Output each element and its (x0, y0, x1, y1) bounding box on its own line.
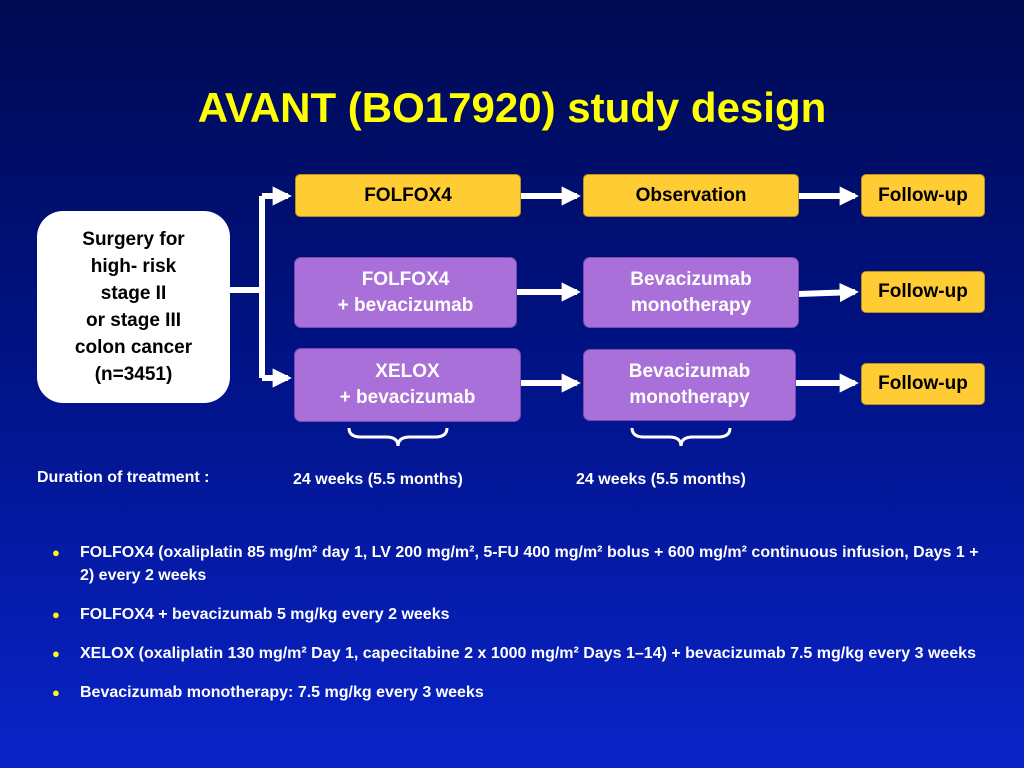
arm2-maintenance-box: Bevacizumab monotherapy (583, 257, 799, 328)
arm2-maintenance-line: monotherapy (630, 294, 752, 316)
arm3-treatment-line: XELOX (375, 361, 440, 382)
list-item: ● XELOX (oxaliplatin 130 mg/m² Day 1, cap… (52, 642, 982, 665)
arm1-followup-box: Follow-up (861, 174, 985, 217)
arm1-maintenance-line: Observation (635, 184, 747, 206)
page-title: AVANT (BO17920) study design (197, 84, 827, 131)
duration-treatment: 24 weeks (5.5 months) (293, 471, 463, 488)
surgery-line: stage II (100, 283, 167, 304)
arrow-arm2-maint-to-fu (798, 282, 859, 303)
arm3-treatment-line: + bevacizumab (339, 387, 476, 408)
surgery-line: colon cancer (74, 337, 193, 358)
list-item: ● Bevacizumab monotherapy: 7.5 mg/kg ever… (52, 681, 982, 704)
arm2-maintenance-line: Bevacizumab (630, 268, 752, 290)
arm2-treatment-line: + bevacizumab (337, 294, 474, 316)
bullet-dot-icon: ● (52, 545, 60, 560)
arm2-treatment-line: FOLFOX4 (361, 268, 450, 290)
list-item: ● FOLFOX4 + bevacizumab 5 mg/kg every 2 w… (52, 603, 982, 626)
arm3-maintenance-line: Bevacizumab (628, 361, 751, 382)
brace-maintenance (630, 427, 732, 447)
bullet-text: Bevacizumab monotherapy: 7.5 mg/kg every… (80, 684, 484, 701)
surgery-box: Surgery for high- risk stage II or stage… (37, 211, 230, 403)
bullet-text: XELOX (oxaliplatin 130 mg/m² Day 1, cape… (80, 645, 976, 662)
duration-label: Duration of treatment : (37, 469, 210, 486)
arm3-maintenance-box: Bevacizumab monotherapy (583, 349, 796, 421)
list-item: ● FOLFOX4 (oxaliplatin 85 mg/m² day 1, LV… (52, 541, 982, 587)
arm3-followup-label: Follow-up (878, 373, 968, 394)
bullet-dot-icon: ● (52, 646, 60, 661)
arm2-treatment-box: FOLFOX4 + bevacizumab (294, 257, 517, 328)
surgery-line: or stage III (85, 310, 182, 331)
arm2-followup-label: Follow-up (878, 281, 968, 302)
arm1-treatment-box: FOLFOX4 (295, 174, 521, 217)
arm3-maintenance-line: monotherapy (629, 387, 750, 408)
duration-maintenance: 24 weeks (5.5 months) (576, 471, 746, 488)
regimen-notes: ● FOLFOX4 (oxaliplatin 85 mg/m² day 1, LV… (52, 541, 982, 720)
surgery-line: (n=3451) (94, 364, 173, 385)
bullet-dot-icon: ● (52, 607, 60, 622)
arm1-followup-label: Follow-up (878, 184, 968, 206)
arm3-followup-box: Follow-up (861, 363, 985, 405)
bullet-dot-icon: ● (52, 685, 60, 700)
arm1-treatment-line: FOLFOX4 (364, 184, 452, 206)
surgery-line: high- risk (90, 256, 177, 277)
arm3-treatment-box: XELOX + bevacizumab (294, 348, 521, 422)
bullet-text: FOLFOX4 (oxaliplatin 85 mg/m² day 1, LV … (80, 544, 979, 584)
arm1-maintenance-box: Observation (583, 174, 799, 217)
brace-treatment (347, 427, 449, 447)
bullet-text: FOLFOX4 + bevacizumab 5 mg/kg every 2 we… (80, 606, 450, 623)
surgery-line: Surgery for (82, 229, 185, 250)
arm2-followup-box: Follow-up (861, 271, 985, 313)
